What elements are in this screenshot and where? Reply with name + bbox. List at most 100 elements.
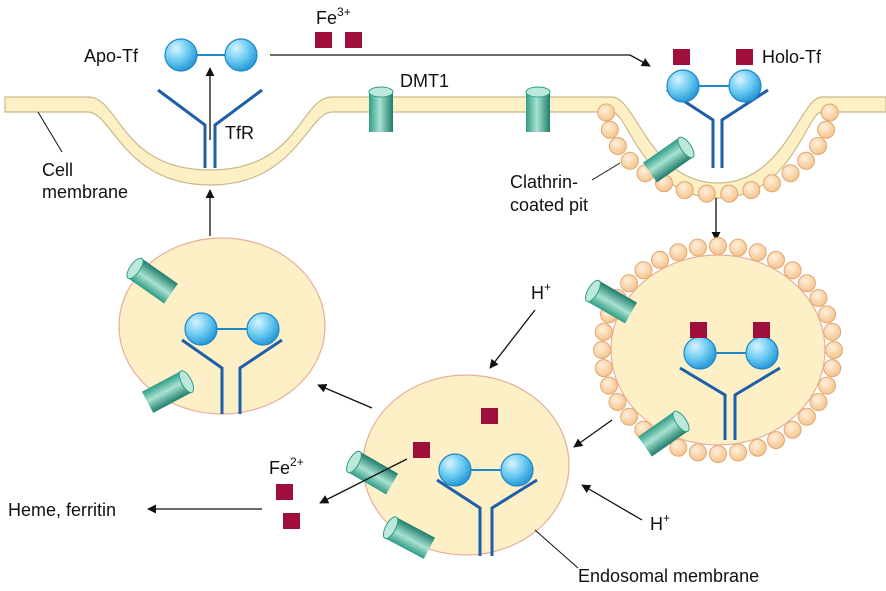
clathrin-bead xyxy=(688,238,707,257)
clathrin-bead xyxy=(797,407,816,426)
clathrin-bead xyxy=(797,274,816,293)
clathrin-bead xyxy=(748,243,767,262)
transferrin-receptor xyxy=(436,478,538,556)
tfr-label: TfR xyxy=(225,123,254,143)
clathrin-bead xyxy=(818,305,836,324)
iron-ion xyxy=(413,442,430,458)
clathrin-bead xyxy=(634,261,653,280)
clathrin-bead xyxy=(594,322,613,341)
transferrin-receptor xyxy=(181,338,283,414)
clathrin-bead xyxy=(817,120,836,139)
clathrin-coat-pit xyxy=(597,103,839,203)
leader-line xyxy=(591,162,621,181)
clathrin-bead xyxy=(608,137,627,155)
arrow xyxy=(317,384,373,409)
clathrin-bead xyxy=(742,181,761,200)
apo-transferrin xyxy=(184,312,280,346)
dmt1-channel xyxy=(368,86,394,132)
iron-ion xyxy=(315,32,332,48)
clathrin-bead xyxy=(620,151,639,170)
clathrin-bead xyxy=(669,438,688,457)
clathrin-bead xyxy=(797,151,816,170)
clathrin-bead xyxy=(709,237,727,255)
clathrin-bead xyxy=(825,341,843,359)
clathrin-bead xyxy=(651,250,669,269)
arrow xyxy=(573,419,613,448)
clathrin-bead xyxy=(600,120,619,139)
clathrin-bead xyxy=(767,250,785,269)
clathrin-coated-vesicle xyxy=(593,237,843,463)
clathrin-bead xyxy=(809,137,828,155)
clathrin-bead xyxy=(823,322,842,341)
clathrin-bead xyxy=(669,243,688,262)
clathrin-bead xyxy=(688,443,707,462)
clathrin-bead xyxy=(783,420,802,439)
clathrin-bead xyxy=(823,359,842,378)
holo-transferrin xyxy=(666,49,762,103)
leader-line xyxy=(534,529,579,569)
h-plus-label: H+ xyxy=(650,511,670,534)
clathrin-bead xyxy=(767,431,785,450)
h-plus-label: H+ xyxy=(531,280,551,303)
arrow xyxy=(270,54,651,67)
apo-transferrin xyxy=(438,453,534,487)
dmt1-channel xyxy=(525,86,551,132)
clathrin-bead xyxy=(748,438,767,457)
cell-membrane-label-line2: membrane xyxy=(42,182,128,202)
arrow xyxy=(319,458,408,504)
clathrin-bead xyxy=(600,376,618,395)
iron-ion xyxy=(283,513,300,529)
clathrin-label-line2: coated pit xyxy=(510,195,588,215)
dmt1-channel xyxy=(346,450,399,495)
clathrin-bead xyxy=(763,174,781,193)
clathrin-bead xyxy=(593,341,611,359)
clathrin-bead xyxy=(783,261,802,280)
apo-transferrin xyxy=(164,38,258,72)
holo-tf-label: Holo-Tf xyxy=(762,47,822,67)
fe2-label: Fe2+ xyxy=(269,455,304,478)
dmt1-channel xyxy=(585,279,638,324)
clathrin-bead xyxy=(594,359,613,378)
clathrin-bead xyxy=(729,238,748,257)
clathrin-bead xyxy=(620,407,639,426)
dmt1-channel xyxy=(126,257,178,304)
clathrin-label-line1: Clathrin- xyxy=(510,172,578,192)
iron-ion xyxy=(690,322,707,338)
fe3-label: Fe3+ xyxy=(316,5,351,28)
clathrin-bead xyxy=(597,103,616,122)
arrow xyxy=(581,484,643,521)
clathrin-bead xyxy=(709,445,727,463)
transferrin-receptor xyxy=(679,366,781,440)
clathrin-bead xyxy=(781,164,800,183)
clathrin-bead xyxy=(697,184,716,203)
arrow xyxy=(489,309,536,369)
dmt1-channel xyxy=(382,516,436,559)
clathrin-bead xyxy=(608,393,627,411)
holo-transferrin xyxy=(683,322,779,370)
clathrin-bead xyxy=(720,184,739,203)
iron-ion xyxy=(345,32,362,48)
endosomal-membrane-label: Endosomal membrane xyxy=(578,566,759,586)
heme-ferritin-label: Heme, ferritin xyxy=(8,500,116,520)
dmt1-channel xyxy=(643,136,695,183)
clathrin-bead xyxy=(809,289,828,307)
apo-tf-label: Apo-Tf xyxy=(84,46,139,66)
dmt1-channel xyxy=(638,410,690,457)
clathrin-bead xyxy=(675,181,694,200)
iron-ion xyxy=(481,408,498,424)
clathrin-bead xyxy=(818,376,836,395)
iron-ion xyxy=(753,322,770,338)
leader-line xyxy=(37,111,63,153)
dmt1-label: DMT1 xyxy=(400,71,449,91)
clathrin-bead xyxy=(620,274,639,293)
dmt1-channel xyxy=(141,370,195,413)
transferrin-receptor xyxy=(157,88,263,168)
clathrin-bead xyxy=(729,443,748,462)
clathrin-bead xyxy=(820,103,839,122)
iron-ion xyxy=(673,49,690,65)
iron-ion xyxy=(276,484,293,500)
clathrin-bead xyxy=(809,393,828,411)
iron-ion xyxy=(736,49,753,65)
cell-membrane-label-line1: Cell xyxy=(42,160,73,180)
